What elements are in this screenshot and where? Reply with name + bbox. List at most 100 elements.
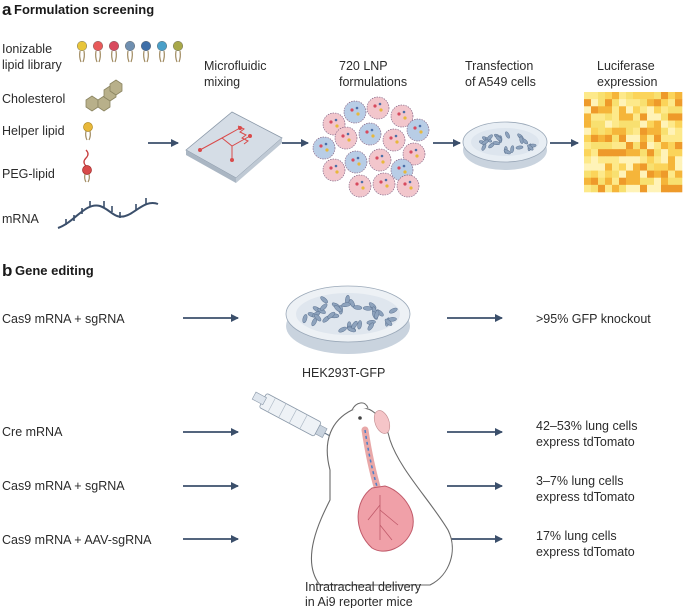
cell	[384, 318, 393, 326]
heatmap-cell	[626, 184, 634, 193]
heatmap-cell	[633, 156, 641, 164]
heatmap-cell	[626, 149, 634, 157]
heatmap-cell	[584, 170, 592, 179]
heatmap-cell	[654, 92, 662, 100]
heatmap-cell	[640, 170, 648, 179]
heatmap-cell	[626, 113, 634, 121]
panel-a-title: Formulation screening	[14, 2, 154, 17]
panel-b-letter: b	[2, 261, 12, 280]
heatmap-cell	[633, 134, 641, 143]
heatmap-cell	[647, 170, 655, 179]
row1-result-line1: >95% GFP knockout	[536, 312, 651, 326]
a549-petri-dish-icon	[462, 121, 548, 170]
lipid-molecule	[140, 41, 151, 63]
lnp-particle	[366, 96, 390, 120]
heatmap-cell	[591, 156, 599, 164]
heatmap-cell	[633, 92, 641, 100]
heatmap-cell	[612, 113, 620, 121]
heatmap-cell	[640, 184, 648, 193]
heatmap-cell	[605, 149, 613, 157]
heatmap-cell	[654, 127, 662, 136]
heatmap-cell	[584, 99, 592, 107]
heatmap-cell	[668, 113, 676, 121]
heatmap-cell	[619, 134, 627, 143]
cell	[319, 303, 328, 311]
row2-input: Cre mRNA	[2, 425, 63, 439]
heatmap-cell	[598, 149, 606, 157]
heatmap-cell	[668, 156, 676, 164]
heatmap-cell	[675, 92, 683, 100]
lipid-molecule	[108, 41, 119, 63]
mouse-intratracheal-illustration	[251, 391, 453, 586]
heatmap-cell	[591, 163, 599, 171]
heatmap-cell	[633, 120, 641, 129]
heatmap-cell	[605, 120, 613, 129]
heatmap-cell	[647, 99, 655, 107]
component-peg-lipid: PEG-lipid	[2, 167, 55, 181]
heatmap-cell	[633, 127, 641, 136]
heatmap-cell	[619, 127, 627, 136]
cell	[515, 145, 524, 150]
heatmap-cell	[640, 106, 648, 114]
lnp-particle	[312, 136, 336, 160]
step-expression-line2: expression	[597, 75, 657, 89]
heatmap-cell	[661, 134, 669, 143]
heatmap-cell	[668, 134, 676, 143]
cell	[519, 136, 524, 144]
heatmap-cell	[640, 177, 648, 186]
mouse-caption-line1: Intratracheal delivery	[305, 580, 422, 594]
heatmap-cell	[598, 120, 606, 129]
heatmap-cell	[612, 99, 620, 107]
ionizable-lipid-library-icon	[76, 41, 183, 63]
heatmap-cell	[661, 156, 669, 164]
heatmap-cell	[605, 184, 613, 193]
lipid-molecule	[76, 41, 87, 63]
heatmap-cell	[661, 142, 669, 150]
heatmap-cell	[598, 177, 606, 186]
heatmap-cell	[591, 149, 599, 157]
heatmap-cell	[605, 134, 613, 143]
heatmap-cell	[598, 170, 606, 179]
heatmap-cell	[591, 170, 599, 179]
cell	[374, 309, 380, 320]
heatmap-cell	[584, 127, 592, 136]
heatmap-cell	[668, 149, 676, 157]
helper-lipid-icon	[83, 122, 93, 141]
heatmap-cell	[619, 163, 627, 171]
heatmap-cell	[591, 184, 599, 193]
row3-result-line1: 3–7% lung cells	[536, 474, 624, 488]
row2-result-line1: 42–53% lung cells	[536, 419, 637, 433]
heatmap-cell	[654, 184, 662, 193]
heatmap-cell	[598, 184, 606, 193]
heatmap-cell	[619, 177, 627, 186]
heatmap-cell	[605, 156, 613, 164]
luciferase-heatmap	[584, 92, 683, 193]
heatmap-cell	[598, 99, 606, 107]
lnp-particle	[344, 150, 368, 174]
heatmap-cell	[661, 177, 669, 186]
heatmap-cell	[626, 163, 634, 171]
heatmap-cell	[675, 184, 683, 193]
heatmap-cell	[654, 170, 662, 179]
heatmap-cell	[584, 120, 592, 129]
heatmap-cell	[598, 163, 606, 171]
lnp-formulations-cluster	[312, 96, 430, 198]
heatmap-cell	[654, 177, 662, 186]
lnp-particle	[334, 126, 358, 150]
panel-a-letter: a	[2, 0, 12, 19]
heatmap-cell	[668, 163, 676, 171]
heatmap-cell	[633, 149, 641, 157]
heatmap-cell	[661, 170, 669, 179]
heatmap-cell	[612, 156, 620, 164]
heatmap-cell	[654, 120, 662, 129]
cell	[505, 131, 510, 139]
cell	[389, 307, 398, 314]
heatmap-cell	[598, 92, 606, 100]
heatmap-cell	[612, 170, 620, 179]
heatmap-cell	[647, 127, 655, 136]
heatmap-cell	[626, 156, 634, 164]
heatmap-cell	[598, 142, 606, 150]
heatmap-cell	[668, 127, 676, 136]
heatmap-cell	[591, 127, 599, 136]
heatmap-cell	[633, 106, 641, 114]
